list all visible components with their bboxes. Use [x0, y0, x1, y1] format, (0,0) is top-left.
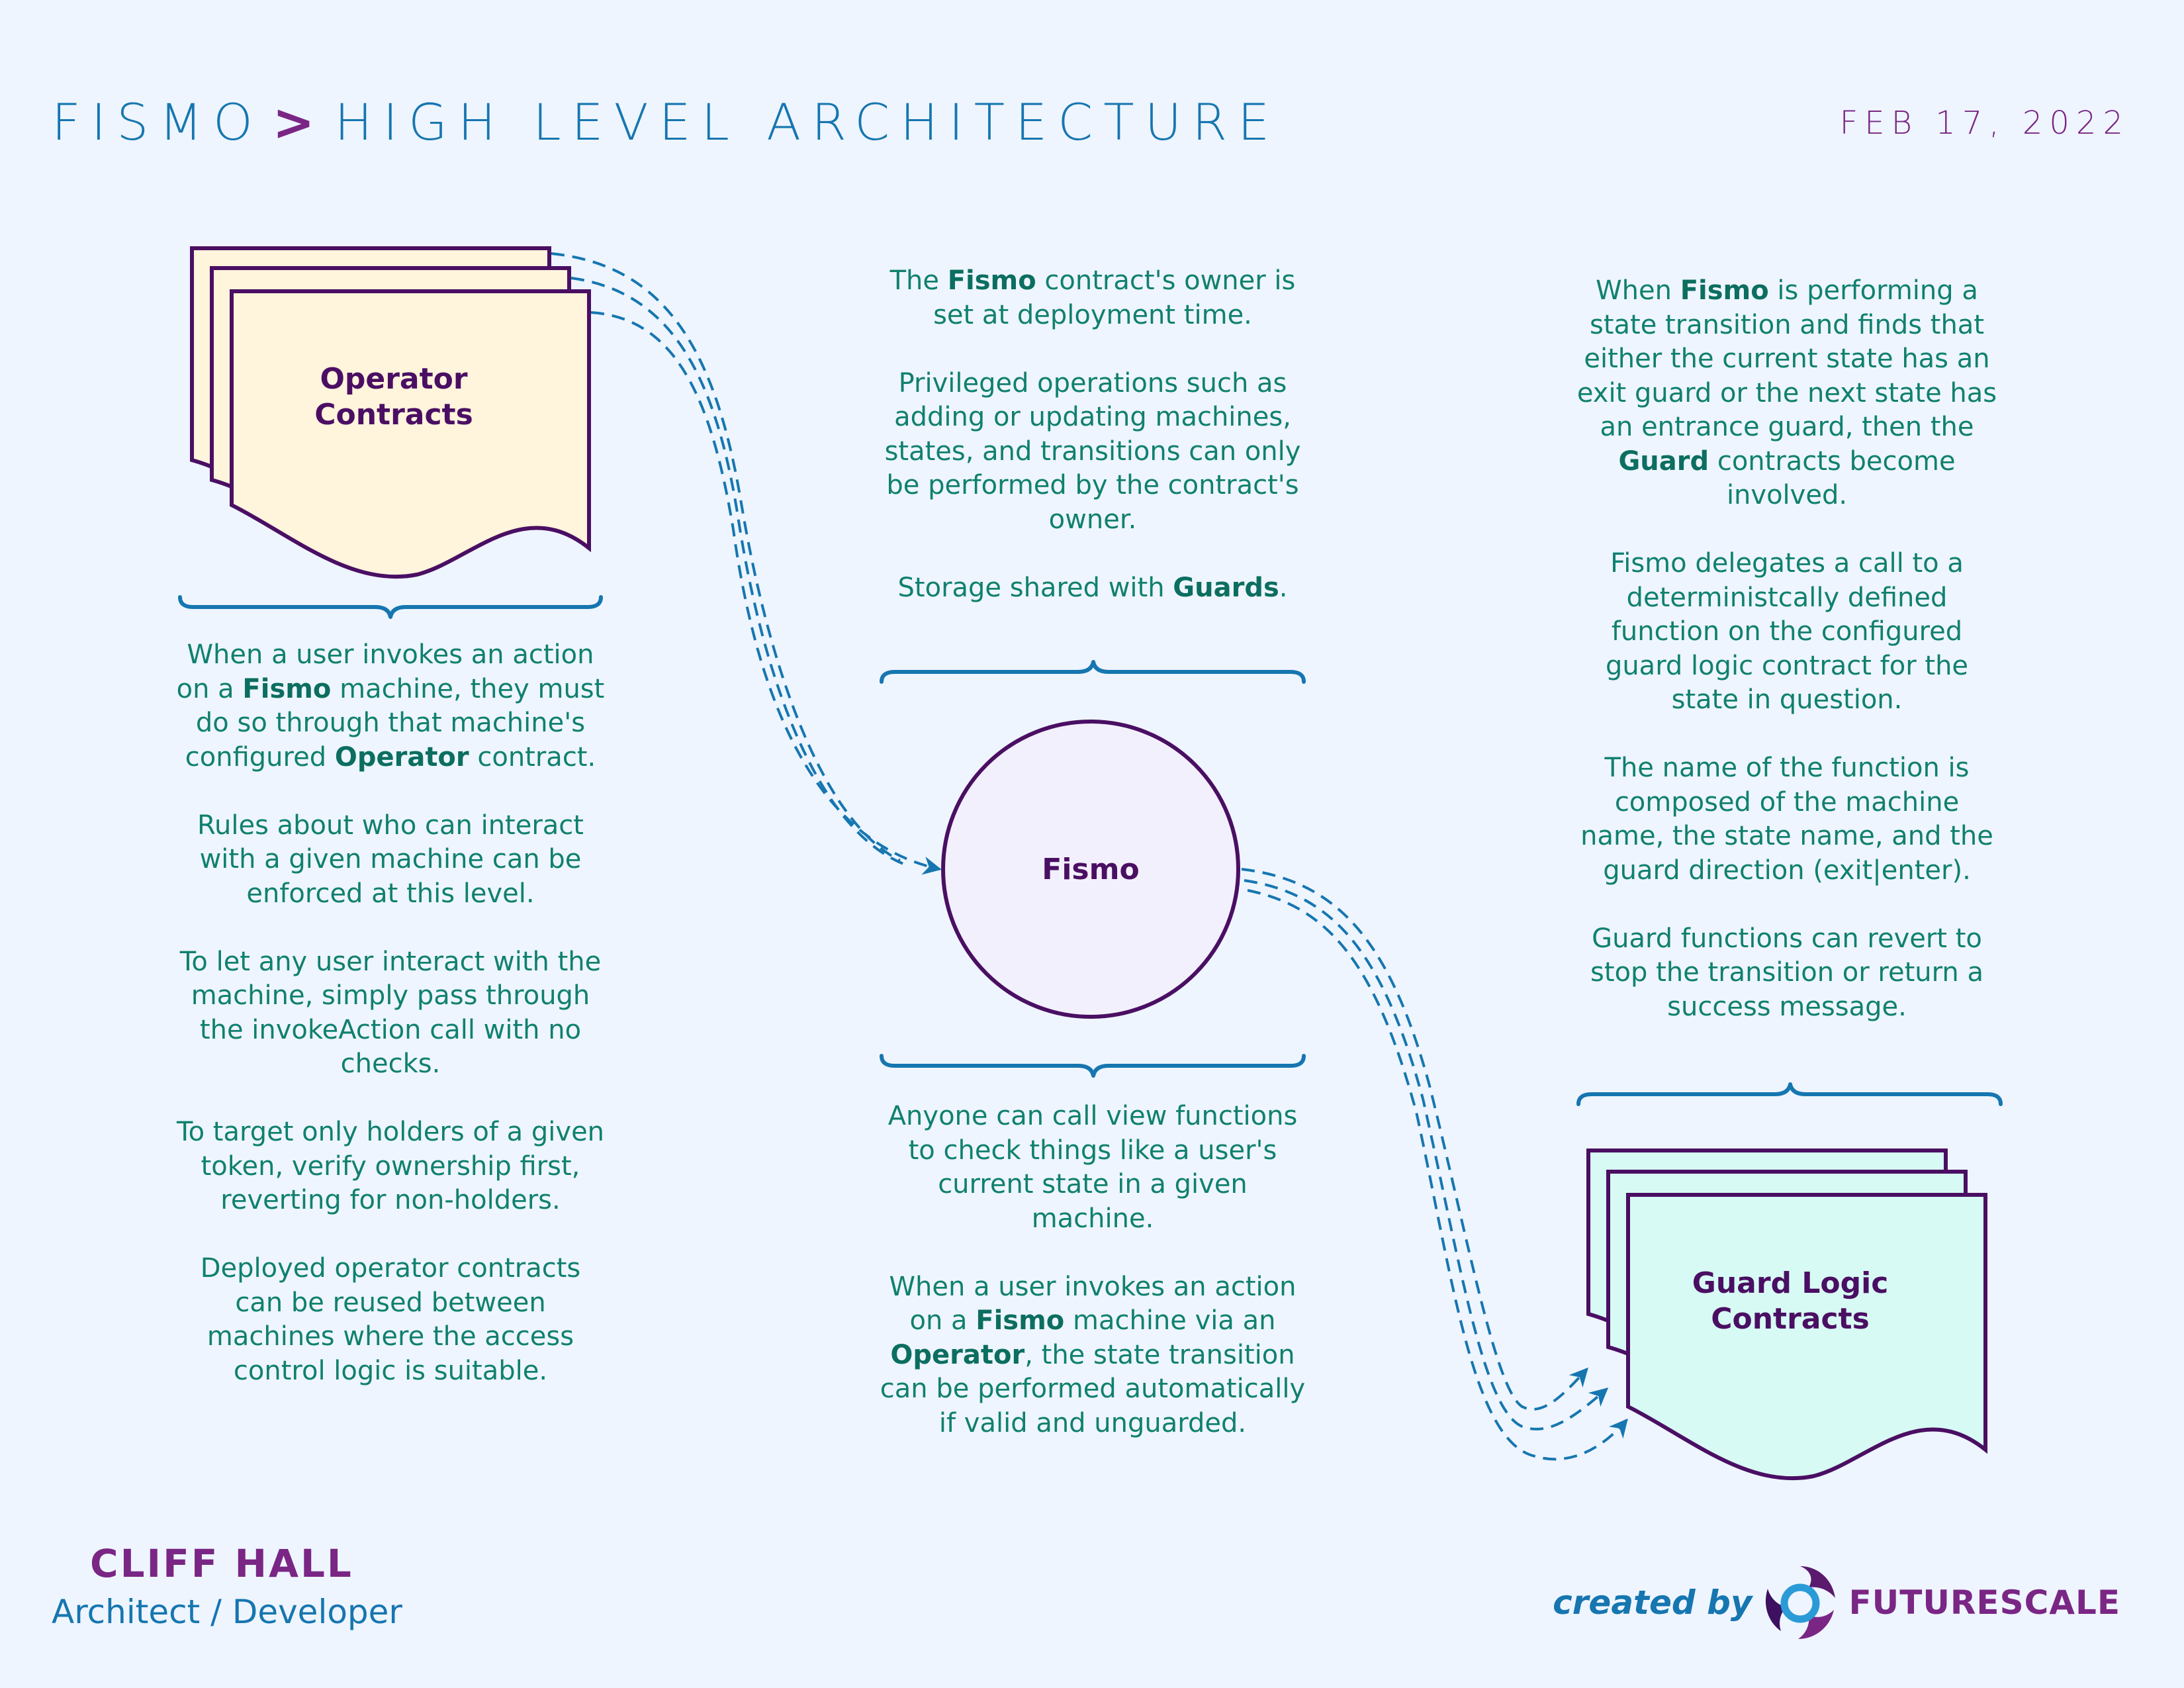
author-role: Architect / Developer	[52, 1593, 402, 1631]
guard-label-line1: Guard Logic	[1692, 1266, 1889, 1300]
fismo-to-guard-connectors	[1241, 868, 1628, 1461]
operator-to-fismo-connectors	[551, 252, 942, 875]
emphasis-term: Guards	[1173, 572, 1279, 603]
note-paragraph: Guard functions can revert to stop the t…	[1590, 923, 1983, 1022]
futurescale-logo-icon	[1766, 1566, 1836, 1639]
fismo-top-brace	[880, 660, 1306, 684]
credit-brand: FUTURESCALE	[1848, 1583, 2120, 1622]
operator-label-line1: Operator	[320, 362, 468, 396]
operator-contracts-icon	[190, 246, 591, 579]
emphasis-term: Fismo	[947, 265, 1036, 296]
note-paragraph: Fismo delegates a call to a deterministc…	[1605, 548, 1969, 715]
note-paragraph: When a user invokes an action on a Fismo…	[176, 639, 605, 773]
guard-contracts-icon	[1586, 1149, 1987, 1481]
fismo-node	[941, 720, 1240, 1019]
guard-label-line2: Contracts	[1711, 1302, 1870, 1336]
emphasis-term: Operator	[890, 1339, 1025, 1370]
guard-contracts-label: Guard Logic Contracts	[1674, 1266, 1906, 1337]
title-left: FISMO	[52, 93, 263, 152]
braces	[178, 595, 2003, 1106]
note-paragraph: Deployed operator contracts can be reuse…	[200, 1253, 581, 1386]
operator-notes: When a user invokes an action on a Fismo…	[173, 638, 608, 1388]
emphasis-term: Fismo	[242, 673, 332, 704]
note-paragraph: To let any user interact with the machin…	[179, 946, 602, 1080]
guard-brace	[1576, 1082, 2003, 1106]
fismo-bottom-brace	[880, 1054, 1306, 1078]
credit: created by FUTURESCALE	[1553, 1564, 2120, 1642]
credit-prefix: created by	[1553, 1583, 1752, 1622]
note-paragraph: Storage shared with Guards.	[897, 572, 1288, 603]
note-paragraph: When a user invokes an action on a Fismo…	[880, 1271, 1306, 1438]
emphasis-term: Guard	[1618, 445, 1709, 477]
emphasis-term: Operator	[334, 741, 469, 773]
author-name: CLIFF HALL	[90, 1541, 353, 1586]
note-paragraph: Anyone can call view functions to check …	[887, 1101, 1298, 1234]
emphasis-term: Fismo	[1680, 275, 1769, 306]
fismo-label: Fismo	[1042, 853, 1140, 886]
operator-contracts-label: Operator Contracts	[278, 361, 510, 433]
fismo-top-notes: The Fismo contract's owner is set at dep…	[879, 264, 1306, 605]
note-paragraph: When Fismo is performing a state transit…	[1576, 275, 1997, 510]
guard-notes: When Fismo is performing a state transit…	[1570, 274, 2004, 1024]
operator-doc-front	[230, 289, 591, 579]
operator-label-line2: Contracts	[314, 398, 473, 432]
fismo-bottom-notes: Anyone can call view functions to check …	[879, 1100, 1306, 1440]
note-paragraph: The Fismo contract's owner is set at dep…	[889, 265, 1296, 330]
operator-brace	[178, 595, 603, 619]
note-paragraph: The name of the function is composed of …	[1580, 753, 1993, 886]
title-separator: >	[272, 93, 326, 152]
page-date: FEB 17, 2022	[1839, 105, 2130, 142]
note-paragraph: Rules about who can interact with a give…	[197, 810, 584, 909]
emphasis-term: Fismo	[976, 1305, 1065, 1336]
title-right: HIGH LEVEL ARCHITECTURE	[334, 93, 1281, 152]
note-paragraph: Privileged operations such as adding or …	[884, 367, 1301, 535]
guard-doc-front	[1626, 1193, 1987, 1481]
note-paragraph: To target only holders of a given token,…	[176, 1117, 605, 1215]
page-title: FISMO>HIGH LEVEL ARCHITECTURE	[52, 93, 1280, 152]
